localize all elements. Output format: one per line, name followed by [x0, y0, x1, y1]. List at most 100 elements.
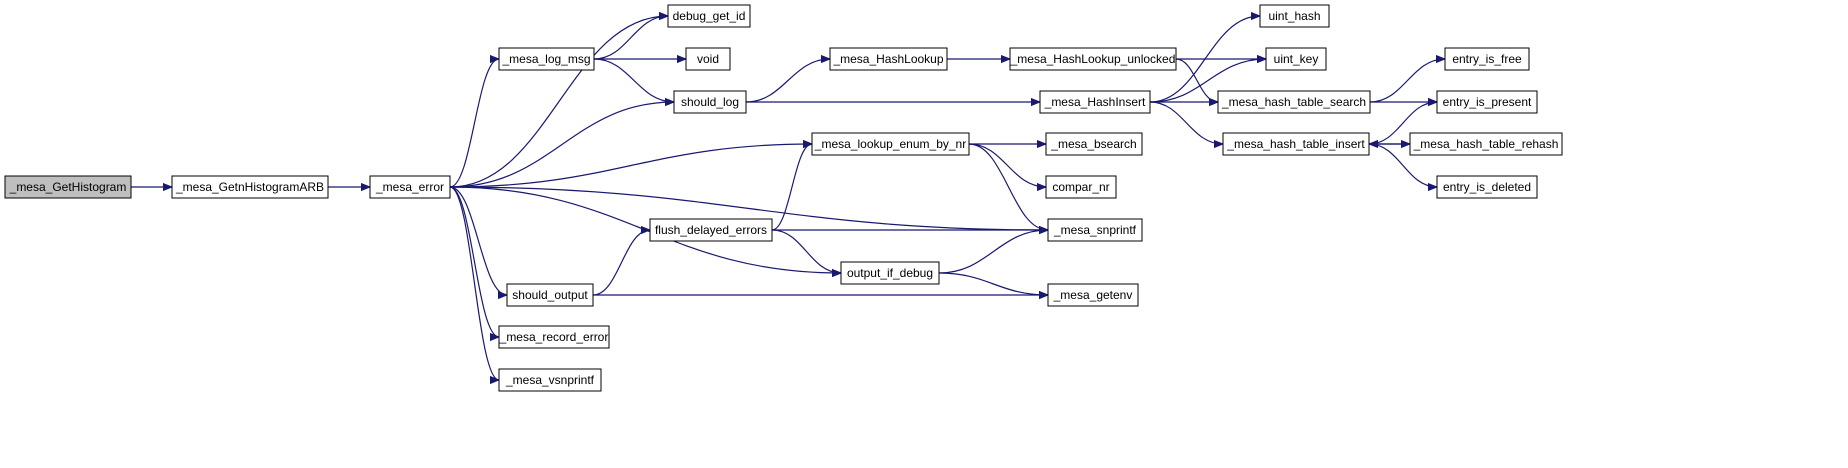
node-box[interactable] [673, 90, 747, 114]
node-uint-key[interactable]: uint_key [1265, 47, 1327, 71]
node-mesa-snprintf[interactable]: _mesa_snprintf [1047, 218, 1143, 242]
node-box[interactable] [685, 47, 731, 71]
node-label: _mesa_vsnprintf [505, 373, 595, 387]
node-box[interactable] [840, 261, 940, 285]
node-mesa-hash-table-rehash[interactable]: _mesa_hash_table_rehash [1409, 132, 1563, 156]
edge-n11-to-n10 [1149, 59, 1266, 103]
edge-n12-to-n13 [1369, 59, 1445, 103]
node-box[interactable] [498, 368, 602, 392]
edge-n18-to-n22 [968, 143, 1048, 230]
node-mesa-vsnprintf[interactable]: _mesa_vsnprintf [498, 368, 602, 392]
node-box[interactable] [1045, 132, 1143, 156]
edge-n11-to-n9 [1149, 16, 1260, 103]
node-mesa-log-msg[interactable]: _mesa_log_msg [498, 47, 595, 71]
edge-n21-to-n18 [771, 144, 813, 231]
node-entry-is-deleted[interactable]: entry_is_deleted [1436, 175, 1538, 199]
node-box[interactable] [171, 175, 329, 199]
node-mesa-bsearch[interactable]: _mesa_bsearch [1045, 132, 1143, 156]
edge-n23-to-n25 [938, 272, 1048, 295]
node-label: _mesa_getenv [1053, 288, 1133, 302]
node-box[interactable] [1045, 175, 1117, 199]
node-box[interactable] [1047, 218, 1143, 242]
node-label: output_if_debug [847, 266, 933, 280]
edge-layer [130, 16, 1445, 380]
node-box[interactable] [1409, 132, 1563, 156]
edge-n18-to-n20 [968, 143, 1046, 187]
node-mesa-hashlookup[interactable]: _mesa_HashLookup [829, 47, 948, 71]
edge-n4-to-n3 [593, 16, 668, 60]
node-mesa-error[interactable]: _mesa_error [369, 175, 451, 199]
node-mesa-hashinsert[interactable]: _mesa_HashInsert [1039, 90, 1151, 114]
node-box[interactable] [1009, 47, 1177, 71]
node-label: should_output [512, 288, 588, 302]
edge-n2-to-n24 [449, 186, 508, 295]
node-box[interactable] [506, 283, 594, 307]
edge-n4-to-n6 [593, 58, 674, 102]
node-mesa-getnhistogramarb[interactable]: _mesa_GetnHistogramARB [171, 175, 329, 199]
node-label: uint_key [1274, 52, 1319, 66]
node-mesa-lookup-enum-by-nr[interactable]: _mesa_lookup_enum_by_nr [811, 132, 970, 156]
node-box[interactable] [1259, 4, 1330, 28]
edge-n2-to-n26 [449, 186, 500, 337]
node-box[interactable] [1047, 283, 1139, 307]
node-box[interactable] [1436, 175, 1538, 199]
edge-n24-to-n21 [592, 230, 651, 296]
node-box[interactable] [498, 47, 595, 71]
edge-n6-to-n7 [745, 59, 830, 103]
node-void[interactable]: void [685, 47, 731, 71]
edge-n2-to-n4 [449, 59, 500, 188]
node-mesa-hash-table-insert[interactable]: _mesa_hash_table_insert [1222, 132, 1370, 156]
node-mesa-getenv[interactable]: _mesa_getenv [1047, 283, 1139, 307]
node-box[interactable] [829, 47, 948, 71]
node-label: debug_get_id [673, 9, 746, 23]
node-box[interactable] [369, 175, 451, 199]
node-entry-is-free[interactable]: entry_is_free [1444, 47, 1530, 71]
edge-n2-to-n3 [449, 16, 668, 188]
node-mesa-hash-table-search[interactable]: _mesa_hash_table_search [1217, 90, 1371, 114]
node-label: should_log [681, 95, 739, 109]
node-layer: _mesa_GetHistogram _mesa_GetnHistogramARB… [4, 4, 1563, 392]
node-label: flush_delayed_errors [655, 223, 767, 237]
node-mesa-hashlookup-unlocked[interactable]: _mesa_HashLookup_unlocked [1009, 47, 1177, 71]
node-uint-hash[interactable]: uint_hash [1259, 4, 1330, 28]
node-mesa-gethistogram[interactable]: _mesa_GetHistogram [4, 175, 132, 199]
node-flush-delayed-errors[interactable]: flush_delayed_errors [649, 218, 773, 242]
node-entry-is-present[interactable]: entry_is_present [1436, 90, 1538, 114]
node-box[interactable] [1222, 132, 1370, 156]
node-should-output[interactable]: should_output [506, 283, 594, 307]
node-output-if-debug[interactable]: output_if_debug [840, 261, 940, 285]
node-label: _mesa_bsearch [1050, 137, 1136, 151]
node-label: compar_nr [1052, 180, 1109, 194]
node-box[interactable] [667, 4, 751, 28]
node-label: _mesa_record_error [499, 330, 609, 344]
node-box[interactable] [811, 132, 970, 156]
edge-n2-to-n27 [449, 186, 500, 380]
node-box[interactable] [1039, 90, 1151, 114]
node-label: _mesa_HashInsert [1044, 95, 1146, 109]
node-label: _mesa_hash_table_rehash [1413, 137, 1559, 151]
node-label: _mesa_HashLookup [832, 52, 943, 66]
node-box[interactable] [649, 218, 773, 242]
node-box[interactable] [4, 175, 132, 199]
node-label: _mesa_log_msg [501, 52, 590, 66]
node-box[interactable] [1265, 47, 1327, 71]
node-label: _mesa_lookup_enum_by_nr [814, 137, 966, 151]
node-compar-nr[interactable]: compar_nr [1045, 175, 1117, 199]
node-label: _mesa_GetHistogram [9, 180, 127, 194]
node-label: _mesa_GetnHistogramARB [175, 180, 324, 194]
edge-n21-to-n23 [771, 229, 841, 273]
node-box[interactable] [498, 325, 610, 349]
node-mesa-record-error[interactable]: _mesa_record_error [498, 325, 610, 349]
edge-n11-to-n15 [1149, 101, 1223, 144]
node-label: entry_is_deleted [1443, 180, 1531, 194]
node-label: _mesa_HashLookup_unlocked [1010, 52, 1176, 66]
node-box[interactable] [1444, 47, 1530, 71]
node-should-log[interactable]: should_log [673, 90, 747, 114]
edge-n23-to-n22 [938, 230, 1048, 274]
node-label: _mesa_hash_table_insert [1226, 137, 1365, 151]
node-debug-get-id[interactable]: debug_get_id [667, 4, 751, 28]
node-box[interactable] [1217, 90, 1371, 114]
node-box[interactable] [1436, 90, 1538, 114]
node-label: _mesa_hash_table_search [1221, 95, 1366, 109]
